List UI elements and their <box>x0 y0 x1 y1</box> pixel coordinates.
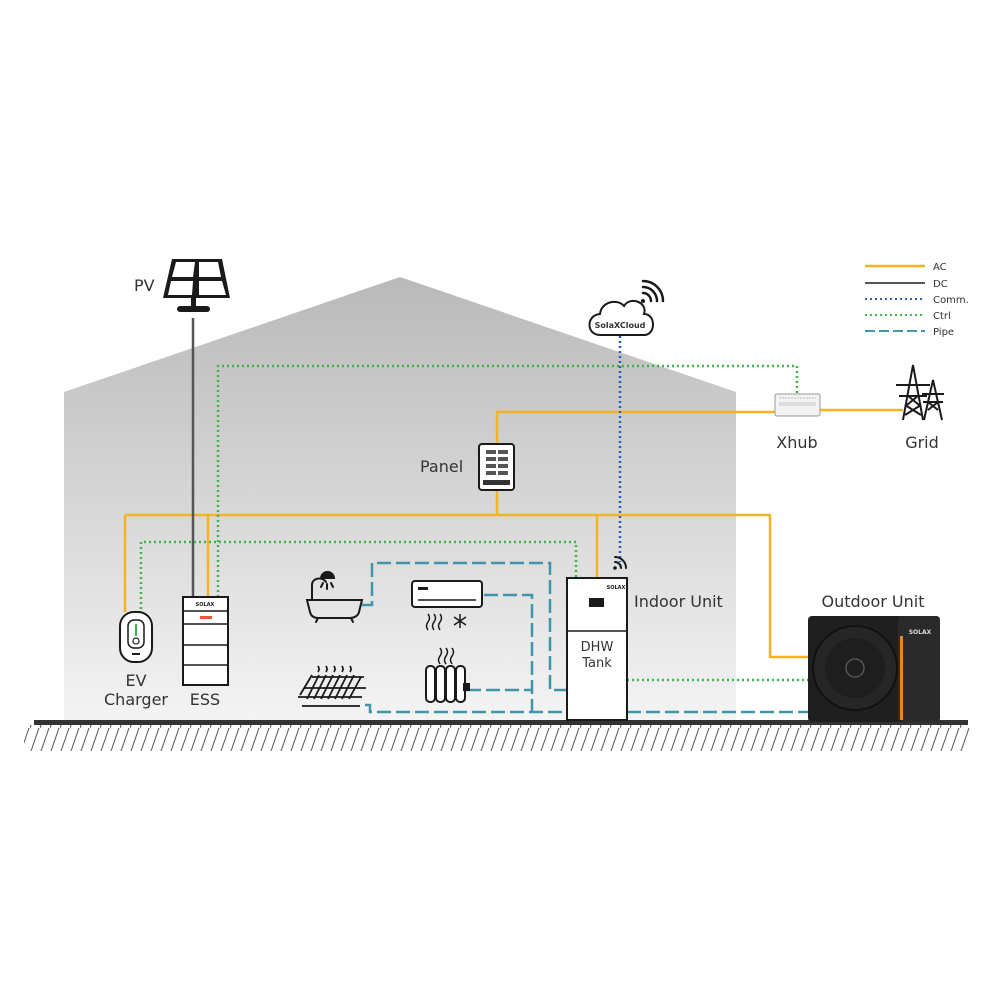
ev-charger-label-line1: EV <box>125 671 146 690</box>
legend-label-comm: Comm. <box>933 295 969 306</box>
xhub-icon <box>774 393 821 417</box>
ev-charger-label-line2: Charger <box>104 690 168 709</box>
radiator-icon <box>425 647 470 703</box>
snowflake-icon <box>453 614 467 628</box>
ev-charger-icon <box>119 611 153 663</box>
outdoor-unit-brand: SOLAX <box>909 629 932 636</box>
pv-panel-icon <box>163 259 230 312</box>
grid-label: Grid <box>905 433 939 452</box>
cloud-label: SolaXCloud <box>595 321 646 330</box>
panel-label: Panel <box>420 457 463 476</box>
ess-label: ESS <box>190 690 220 709</box>
dhw-tank-label-line2: Tank <box>581 656 612 671</box>
ground-hatch <box>24 725 970 751</box>
indoor-unit-icon <box>566 577 628 721</box>
outdoor-unit-label: Outdoor Unit <box>822 592 925 611</box>
ess-battery-icon <box>182 596 229 686</box>
legend-label-dc: DC <box>933 279 948 290</box>
indoor-unit-label: Indoor Unit <box>634 592 723 611</box>
floor-heating-icon <box>298 665 366 707</box>
xhub-label: Xhub <box>776 433 817 452</box>
pipe-lines <box>362 561 808 714</box>
indoor-wifi-icon <box>613 556 627 570</box>
indoor-unit-brand: SOLAX <box>607 585 626 591</box>
ess-brand: SOLAX <box>196 602 215 608</box>
house-silhouette <box>64 277 736 722</box>
legend-label-ac: AC <box>933 262 947 273</box>
wifi-icon <box>641 279 665 303</box>
grid-pylon-icon <box>896 364 944 421</box>
ctrl-lines <box>139 364 808 682</box>
air-conditioner-icon <box>411 580 483 631</box>
legend-label-pipe: Pipe <box>933 327 954 338</box>
ac-lines <box>123 408 903 659</box>
bathtub-icon <box>305 571 364 623</box>
cloud-icon <box>588 299 654 336</box>
legend: AC DC Comm. Ctrl Pipe <box>865 262 969 338</box>
legend-label-ctrl: Ctrl <box>933 311 951 322</box>
pv-label: PV <box>134 276 155 295</box>
dhw-tank-label-line1: DHW <box>581 640 614 655</box>
control-panel-icon <box>478 443 515 491</box>
outdoor-unit-icon <box>808 616 940 722</box>
ground-line <box>34 720 968 725</box>
